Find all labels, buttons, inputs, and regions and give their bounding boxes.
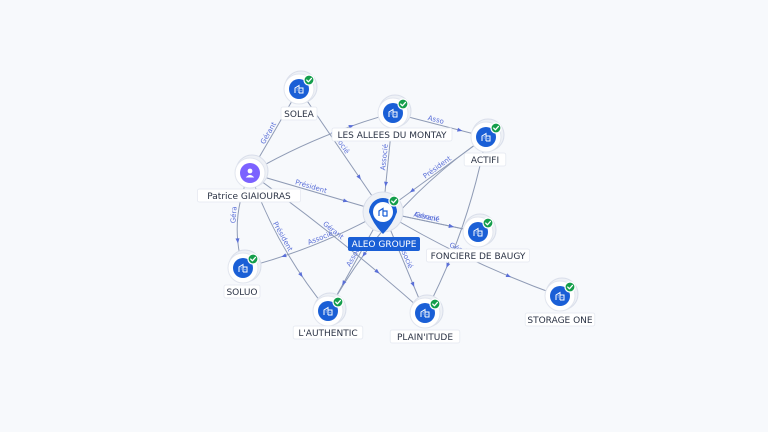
edge-arrow [457, 127, 463, 132]
person-icon [245, 168, 255, 178]
edge-arrow [505, 273, 512, 278]
node-label: SOLEA [284, 110, 314, 120]
edge-arrow [356, 174, 361, 180]
verified-check-icon [397, 98, 409, 110]
edge-label: Président [271, 220, 294, 253]
building-icon [420, 308, 430, 318]
building-icon [294, 84, 304, 94]
node-storage[interactable]: STORAGE ONE [524, 277, 596, 327]
edge-label: Associé [413, 210, 441, 223]
edge-label: Asso [427, 114, 445, 126]
building-icon [378, 207, 388, 217]
edge-arrow [235, 238, 240, 244]
edge-arrow [409, 187, 416, 193]
verified-check-icon [332, 296, 344, 308]
edge-arrow [342, 198, 349, 203]
building-icon [555, 291, 565, 301]
verified-check-icon [490, 122, 502, 134]
building-icon [473, 227, 483, 237]
node-authentic[interactable]: L'AUTHENTIC [292, 292, 364, 340]
node-label: FONCIERE DE BAUGY [431, 252, 526, 262]
building-icon [323, 306, 333, 316]
node-aleo[interactable]: ALEO GROUPE [348, 191, 420, 251]
edge-arrow [384, 181, 389, 187]
node-solea[interactable]: SOLEA [280, 70, 318, 121]
node-patrice[interactable]: Patrice GIAIOURAS [196, 154, 301, 203]
edge-actifi-authentic [327, 136, 487, 312]
edge-arrow [410, 281, 415, 288]
node-label: LES ALLEES DU MONTAY [337, 131, 447, 141]
edge-arrow [362, 251, 367, 257]
edge-line [327, 136, 487, 312]
verified-check-icon [388, 195, 400, 207]
node-soluo[interactable]: SOLUO [223, 249, 262, 299]
edge-label: Président [422, 155, 453, 181]
node-actifi[interactable]: ACTIFI [463, 118, 507, 167]
building-icon [238, 263, 248, 273]
edge-arrow [446, 262, 451, 268]
edge-arrow [374, 268, 380, 274]
node-label: Patrice GIAIOURAS [207, 192, 291, 202]
node-label: PLAIN'ITUDE [397, 333, 453, 343]
edge-label: Géra [229, 206, 238, 223]
node-plainitude[interactable]: PLAIN'ITUDE [389, 294, 461, 344]
node-label: SOLUO [226, 288, 257, 298]
building-icon [481, 132, 491, 142]
edge-label: Associé [379, 144, 390, 171]
edge-label: Associé [307, 229, 335, 246]
node-allees[interactable]: LES ALLEES DU MONTAY [331, 94, 453, 142]
nodes-layer: ALEO GROUPE SOLEA LES ALLEES DU MONTAY ACTI… [196, 70, 596, 344]
verified-check-icon [482, 217, 494, 229]
verified-check-icon [564, 281, 576, 293]
verified-check-icon [247, 253, 259, 265]
edge-arrow [448, 223, 454, 228]
building-icon [388, 108, 398, 118]
node-label: ACTIFI [471, 156, 499, 166]
node-label: STORAGE ONE [527, 316, 593, 326]
node-label: ALEO GROUPE [352, 240, 417, 250]
node-fonciere[interactable]: FONCIERE DE BAUGY [425, 213, 530, 263]
edge-arrow [342, 280, 347, 286]
edge-arrow [298, 271, 303, 278]
edge-arrow [281, 253, 287, 258]
verified-check-icon [303, 74, 315, 86]
verified-check-icon [429, 298, 441, 310]
node-label: L'AUTHENTIC [298, 329, 357, 339]
